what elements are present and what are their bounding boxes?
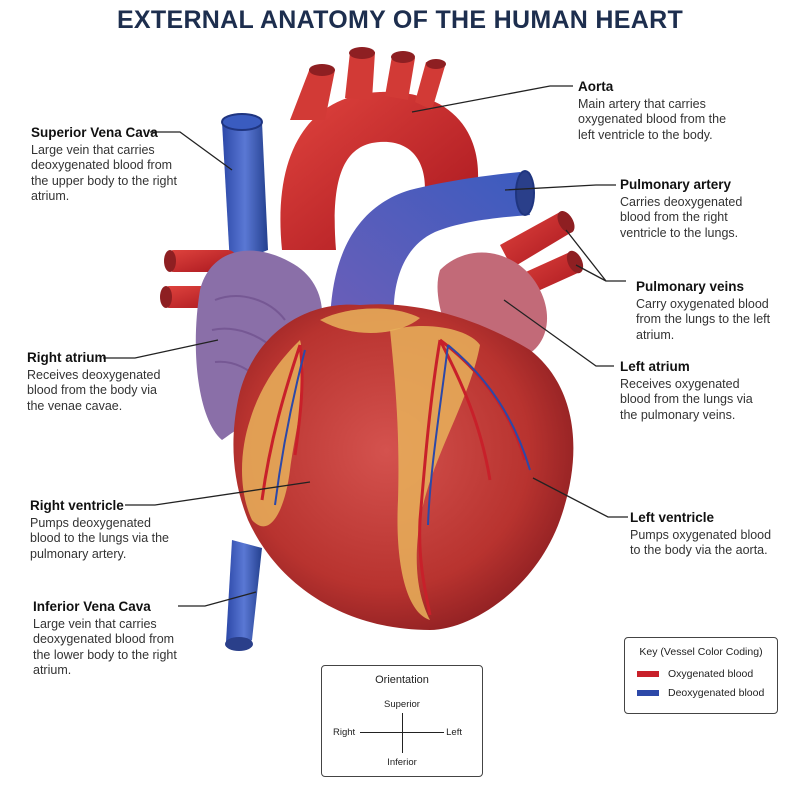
aorta-branch-4	[415, 62, 445, 110]
superior-vena-cava-vessel	[222, 122, 268, 265]
aorta-branch-2	[345, 52, 375, 100]
orientation-superior: Superior	[384, 699, 420, 710]
label-left-ventricle: Left ventricle Pumps oxygenated blood to…	[630, 510, 800, 559]
deoxygenated-swatch	[637, 690, 659, 696]
color-key: Key (Vessel Color Coding) Oxygenated blo…	[624, 637, 778, 714]
label-desc: Pumps oxygenated blood to the body via t…	[630, 527, 772, 558]
inferior-vena-cava-opening	[225, 637, 253, 651]
key-row-oxygenated: Oxygenated blood	[637, 668, 753, 680]
leader-lines	[103, 85, 628, 607]
key-oxygenated-label: Oxygenated blood	[668, 668, 754, 680]
key-row-deoxygenated: Deoxygenated blood	[637, 687, 764, 699]
label-name: Left ventricle	[630, 510, 715, 525]
left-pulmonary-vein-upper	[500, 212, 572, 268]
label-inferior-vena-cava: Inferior Vena Cava Large vein that carri…	[33, 599, 223, 679]
label-desc: Main artery that carries oxygenated bloo…	[578, 96, 727, 142]
label-desc: Carries deoxygenated blood from the righ…	[620, 194, 743, 240]
orientation-title: Orientation	[375, 674, 429, 686]
label-right-atrium: Right atrium Receives deoxygenated blood…	[27, 350, 217, 414]
label-desc: Pumps deoxygenated blood to the lungs vi…	[30, 515, 169, 561]
label-name: Aorta	[578, 79, 614, 94]
orientation-inferior: Inferior	[387, 757, 417, 768]
label-name: Pulmonary veins	[636, 279, 745, 294]
label-pulmonary-artery: Pulmonary artery Carries deoxygenated bl…	[620, 177, 800, 241]
label-aorta: Aorta Main artery that carries oxygenate…	[578, 79, 768, 143]
orientation-vertical-axis	[402, 713, 403, 753]
pulmonary-artery-opening	[515, 170, 535, 216]
superior-vena-cava-opening	[221, 113, 263, 131]
label-desc: Carry oxygenated blood from the lungs to…	[636, 296, 771, 342]
orientation-right: Right	[333, 727, 356, 738]
oxygenated-swatch	[637, 671, 659, 677]
label-desc: Large vein that carries deoxygenated blo…	[33, 616, 177, 678]
key-deoxygenated-label: Deoxygenated blood	[668, 687, 765, 699]
orientation-left: Left	[446, 727, 462, 738]
label-desc: Large vein that carries deoxygenated blo…	[31, 142, 177, 204]
label-name: Inferior Vena Cava	[33, 599, 151, 614]
page-title: EXTERNAL ANATOMY OF THE HUMAN HEART	[116, 6, 684, 34]
label-right-ventricle: Right ventricle Pumps deoxygenated blood…	[30, 498, 220, 562]
aorta-branch-1	[290, 68, 335, 120]
orientation-box: Orientation Superior Right Left Inferior	[321, 665, 483, 777]
label-name: Right ventricle	[30, 498, 124, 513]
epicardial-fat-septal	[390, 325, 480, 620]
label-desc: Receives deoxygenated blood from the bod…	[27, 367, 161, 413]
aorta-branch-3	[385, 56, 415, 100]
label-name: Left atrium	[620, 359, 690, 374]
key-title: Key (Vessel Color Coding)	[639, 646, 763, 658]
pulmonary-artery-vessel	[330, 172, 530, 330]
epicardial-fat-upper	[320, 308, 420, 333]
label-name: Superior Vena Cava	[31, 125, 158, 140]
aorta-arch	[280, 91, 479, 250]
label-left-atrium: Left atrium Receives oxygenated blood fr…	[620, 359, 800, 423]
label-superior-vena-cava: Superior Vena Cava Large vein that carri…	[31, 125, 221, 205]
label-desc: Receives oxygenated blood from the lungs…	[620, 376, 753, 422]
label-name: Pulmonary artery	[620, 177, 732, 192]
label-name: Right atrium	[27, 350, 107, 365]
right-atrium-shape	[195, 250, 323, 440]
label-pulmonary-veins: Pulmonary veins Carry oxygenated blood f…	[636, 279, 800, 343]
